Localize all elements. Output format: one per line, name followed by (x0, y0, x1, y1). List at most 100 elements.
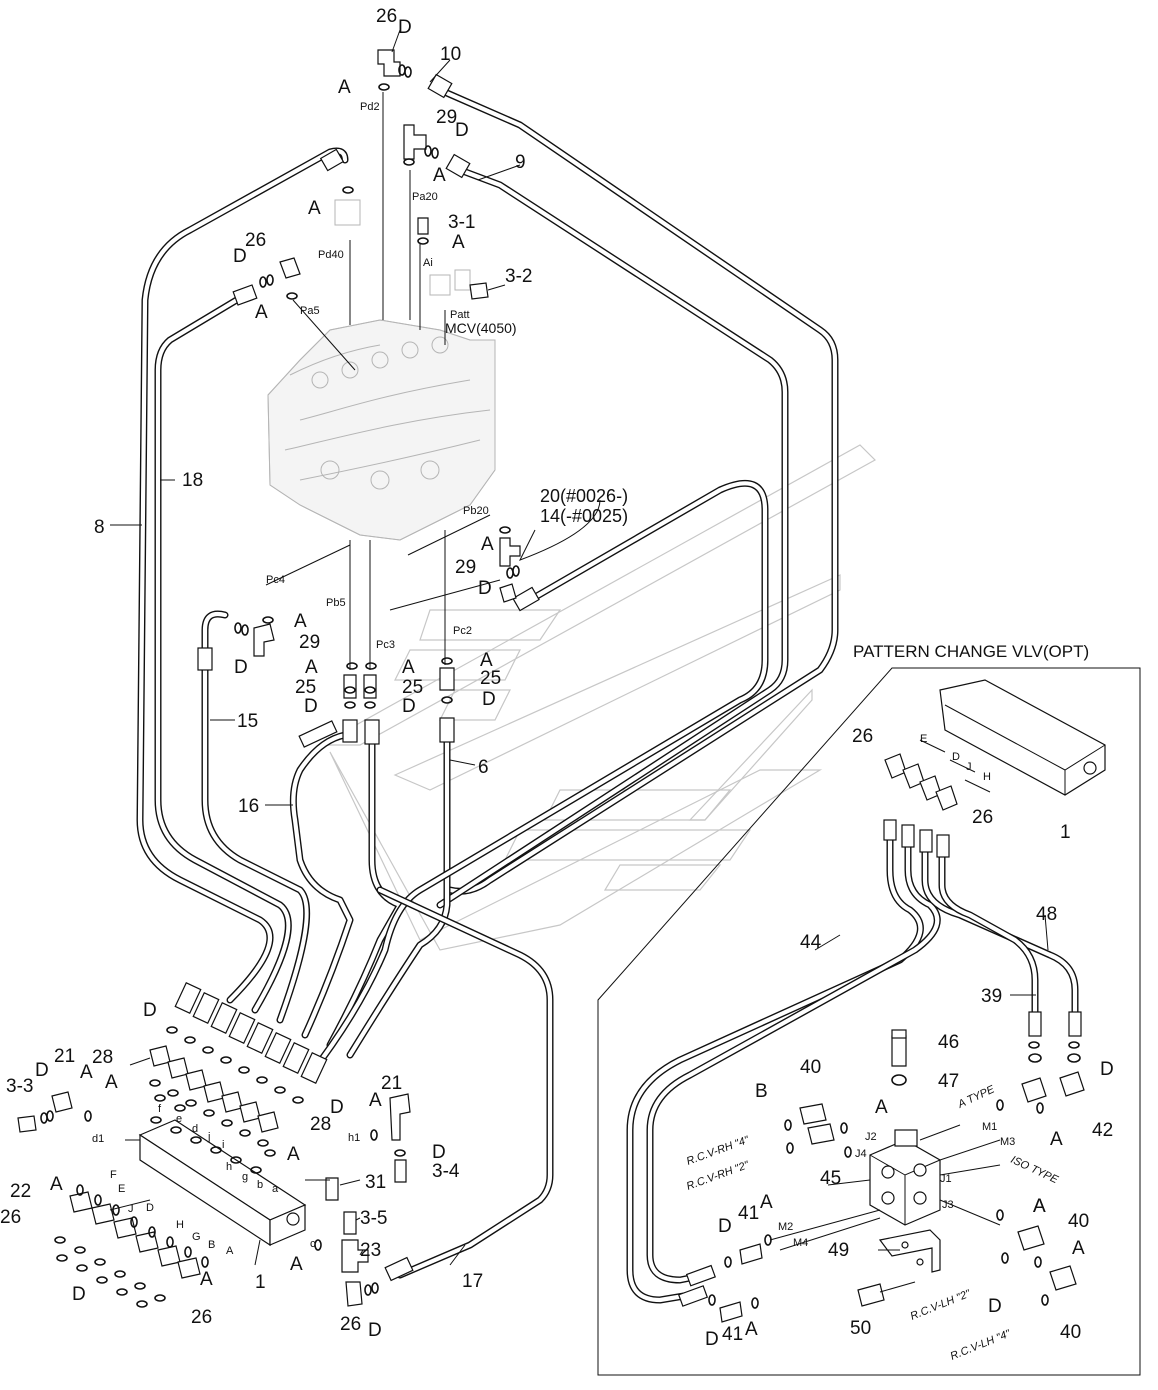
part-14-label: 14(-#0025) (540, 506, 628, 526)
o-rings (40, 64, 1081, 1309)
callout-cAt: A (80, 1062, 93, 1083)
callout-cAd: A (308, 198, 321, 219)
callout-cAu: A (369, 1090, 382, 1111)
callout-c45: 45 (820, 1168, 841, 1189)
callout-cAe: A (255, 302, 268, 323)
callout-cPd2: Pd2 (360, 101, 380, 113)
callout-cAl: A (1050, 1129, 1063, 1150)
callout-c29a: 29 (436, 107, 457, 128)
callout-cDi: D (1100, 1059, 1114, 1080)
hose-15 (201, 610, 311, 1024)
callout-cJ2: J2 (865, 1131, 877, 1143)
labels: PATTERN CHANGE VLV(OPT) MCV(4050) 20(#00… (0, 6, 1114, 1363)
callout-cB: B (755, 1081, 768, 1102)
callout-cAp: A (1072, 1238, 1085, 1259)
callout-cAs: A (287, 1144, 300, 1165)
callout-c26g: 26 (340, 1314, 361, 1335)
callout-c34: 3-4 (432, 1161, 460, 1182)
o-ring-rows (54, 1026, 304, 1308)
callout-c18: 18 (182, 470, 203, 491)
callout-cPb5: Pb5 (326, 597, 346, 609)
callout-cAx: A (290, 1254, 303, 1275)
callout-cDl: D (988, 1296, 1002, 1317)
callout-cPa5: Pa5 (300, 305, 320, 317)
callout-c40c: 40 (1060, 1322, 1081, 1343)
hose-39 (938, 841, 1039, 1024)
callout-cM2: M2 (778, 1221, 793, 1233)
callout-c1a: 1 (1060, 822, 1071, 843)
callout-c21a: 21 (54, 1046, 75, 1067)
callout-cF: F (110, 1169, 117, 1181)
callout-leaders (109, 29, 1049, 1266)
callout-cDg: D (402, 696, 416, 717)
rcv-lh2-label: R.C.V-LH "2" (909, 1287, 974, 1322)
callout-c22: 22 (10, 1181, 31, 1202)
callout-c9: 9 (515, 152, 526, 173)
callout-cf: f (158, 1103, 162, 1115)
callout-cAk: A (875, 1097, 888, 1118)
callout-c26b: 26 (245, 230, 266, 251)
callout-cD2: D (146, 1202, 154, 1214)
callout-cAo: A (760, 1192, 773, 1213)
callout-cM4: M4 (793, 1237, 808, 1249)
callout-cDj: D (718, 1216, 732, 1237)
callout-c25b: 25 (402, 677, 423, 698)
callout-c16: 16 (238, 796, 259, 817)
callout-c48: 48 (1036, 904, 1057, 925)
callout-c25c: 25 (480, 668, 501, 689)
callout-cDq: D (72, 1284, 86, 1305)
callout-cd1: d1 (92, 1133, 104, 1145)
callout-cH2: H (176, 1219, 184, 1231)
callout-c26a: 26 (376, 6, 397, 27)
callout-c31: 31 (365, 1172, 386, 1193)
callout-cDa: D (398, 17, 412, 38)
hose-44b (646, 826, 941, 1284)
callout-cJ4: J4 (855, 1148, 867, 1160)
callout-cAc: A (452, 232, 465, 253)
callout-c26f: 26 (191, 1307, 212, 1328)
callout-cPc2: Pc2 (453, 625, 472, 637)
callout-c17: 17 (462, 1271, 483, 1292)
callout-cPb20: Pb20 (463, 505, 489, 517)
callout-c46: 46 (938, 1032, 959, 1053)
a-type-label: A TYPE (955, 1083, 997, 1111)
hose-end-fittings (174, 73, 1082, 1307)
callout-cAb: A (433, 165, 446, 186)
hose-20 (306, 479, 769, 1079)
callout-c25a: 25 (295, 677, 316, 698)
callout-cAi2: A (402, 657, 415, 678)
callout-cDm: D (143, 1000, 157, 1021)
callout-c21b: 21 (381, 1073, 402, 1094)
callout-cG: G (192, 1231, 201, 1243)
mcv-label: MCV(4050) (445, 320, 517, 336)
callout-cDk: D (705, 1329, 719, 1350)
callout-cJ1: J1 (940, 1173, 952, 1185)
callout-cPd40: Pd40 (318, 249, 344, 261)
callout-cM1: M1 (982, 1121, 997, 1133)
callout-cB2: B (208, 1239, 215, 1251)
callout-c40a: 40 (800, 1057, 821, 1078)
callout-cAm: A (1033, 1196, 1046, 1217)
callout-cDp: D (432, 1142, 446, 1163)
callout-c41a: 41 (738, 1203, 759, 1224)
callout-c47: 47 (938, 1071, 959, 1092)
callout-cj: j (207, 1131, 210, 1143)
callout-cD: D (952, 751, 960, 763)
callout-c32: 3-2 (505, 266, 532, 287)
port-leader-lines (265, 92, 501, 670)
callout-cH: H (983, 771, 991, 783)
callout-cDd: D (478, 578, 492, 599)
callout-c8: 8 (94, 517, 105, 538)
callout-cA2: A (226, 1245, 234, 1257)
callout-cE2: E (118, 1183, 125, 1195)
callout-c33: 3-3 (6, 1076, 33, 1097)
callout-cAa: A (338, 77, 351, 98)
hose-10 (436, 86, 839, 895)
manifold-blocks (138, 679, 1106, 1307)
callout-c41b: 41 (722, 1324, 743, 1345)
callout-cJ: J (966, 761, 972, 773)
callout-c26c: 26 (852, 726, 873, 747)
callout-c29c: 29 (299, 632, 320, 653)
hose-16b (326, 731, 404, 1049)
hose-18 (154, 291, 292, 1014)
